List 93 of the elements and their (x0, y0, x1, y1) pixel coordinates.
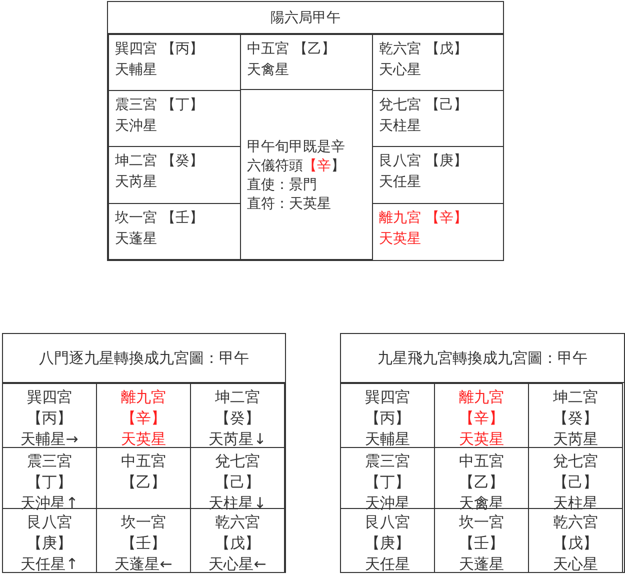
star-name: 天任星 (379, 174, 421, 190)
note-text: 直使：景門 (247, 176, 318, 195)
palace-cell (108, 34, 241, 91)
palace-name: 中五宮 (120, 451, 167, 472)
table-frame (2, 333, 286, 573)
note-text: 直符：天英星 (247, 195, 332, 214)
stem-label: 【壬】 (161, 210, 204, 226)
palace-name: 坎一宮 (120, 512, 167, 533)
stem-label: 【乙】 (458, 472, 505, 493)
palace-name: 坎一宮 (115, 210, 157, 226)
stem-label: 【戊】 (425, 41, 468, 57)
palace-name: 兌七宮 (379, 97, 421, 113)
palace-name: 巽四宮 (115, 41, 157, 57)
palace-name: 艮八宮 (364, 512, 411, 533)
palace-name: 坎一宮 (458, 512, 505, 533)
palace-name: 離九宮 (379, 210, 421, 226)
palace-cell (96, 383, 191, 448)
palace-name: 艮八宮 (26, 512, 73, 533)
palace-cell (340, 383, 435, 448)
palace-cell (434, 383, 529, 448)
star-name: 天輔星 (115, 62, 157, 78)
star-name: 天英星 (458, 429, 505, 450)
stem-label: 【丙】 (26, 408, 73, 429)
palace-name: 震三宮 (115, 97, 157, 113)
stem-label: 【庚】 (364, 533, 411, 554)
palace-cell (2, 383, 97, 448)
stem-label: 【丙】 (364, 408, 411, 429)
star-name: 天輔星 (364, 429, 411, 450)
star-name: 天蓬星 (115, 231, 157, 247)
stem-label: 【丁】 (161, 97, 204, 113)
star-name: 天芮星 (115, 174, 157, 190)
palace-name: 中五宮 (458, 451, 505, 472)
palace-name: 巽四宮 (364, 387, 411, 408)
star-name: 天任星↑ (20, 554, 80, 574)
palace-cell (528, 383, 623, 448)
stem-label: 【癸】 (214, 408, 261, 429)
palace-name: 兌七宮 (552, 451, 599, 472)
stem-label: 【辛】 (425, 210, 468, 226)
star-name: 天心星← (208, 554, 268, 574)
stem-label: 【丙】 (161, 41, 204, 57)
palace-name: 坤二宮 (552, 387, 599, 408)
palace-name: 艮八宮 (379, 153, 421, 169)
stem-label: 【辛】 (120, 408, 167, 429)
star-name: 天輔星→ (20, 429, 80, 450)
palace-name: 巽四宮 (26, 387, 73, 408)
stem-label: 【戊】 (552, 533, 599, 554)
star-name: 天英星 (379, 231, 421, 247)
palace-name: 兌七宮 (214, 451, 261, 472)
palace-name: 乾六宮 (214, 512, 261, 533)
stem-label: 【庚】 (26, 533, 73, 554)
stem-label: 【庚】 (425, 153, 468, 169)
star-name: 天柱星 (379, 118, 421, 134)
stem-label: 【丁】 (364, 472, 411, 493)
star-name: 天英星 (120, 429, 167, 450)
stem-label: 【丁】 (26, 472, 73, 493)
stem-label: 【乙】 (120, 472, 167, 493)
note-text: 甲午旬甲既是辛 (247, 138, 345, 157)
palace-name: 震三宮 (364, 451, 411, 472)
stem-label: 【癸】 (161, 153, 204, 169)
table-title: 九星飛九宮轉換成九宮圖：甲午 (376, 349, 588, 368)
palace-name: 乾六宮 (552, 512, 599, 533)
star-name: 天芮星↓ (208, 429, 268, 450)
star-name: 天蓬星 (458, 554, 505, 574)
palace-cell (108, 203, 241, 260)
table-frame (340, 333, 625, 573)
stem-label: 【己】 (552, 472, 599, 493)
star-name: 天心星 (379, 62, 421, 78)
stem-label: 【癸】 (552, 408, 599, 429)
star-name: 天禽星 (247, 62, 289, 78)
stem-label: 【戊】 (214, 533, 261, 554)
stem-label: 【己】 (425, 97, 468, 113)
table-frame (107, 1, 504, 261)
star-name: 天芮星 (552, 429, 599, 450)
palace-name: 乾六宮 (379, 41, 421, 57)
table-title: 陽六局甲午 (270, 9, 342, 27)
star-name: 天蓬星← (114, 554, 174, 574)
stem-label: 【己】 (214, 472, 261, 493)
palace-name: 震三宮 (26, 451, 73, 472)
note-text: 六儀符頭【辛】 (247, 157, 345, 176)
table-title: 八門逐九星轉換成九宮圖：甲午 (38, 349, 250, 368)
palace-name: 離九宮 (458, 387, 505, 408)
stem-label: 【壬】 (458, 533, 505, 554)
palace-name: 坤二宮 (214, 387, 261, 408)
star-name: 天任星 (364, 554, 411, 574)
palace-name: 中五宮 (247, 41, 289, 57)
star-name: 天心星 (552, 554, 599, 574)
palace-name: 坤二宮 (115, 153, 157, 169)
palace-cell (190, 383, 285, 448)
stem-label: 【辛】 (458, 408, 505, 429)
palace-name: 離九宮 (120, 387, 167, 408)
stem-label: 【壬】 (120, 533, 167, 554)
star-name: 天沖星 (115, 118, 157, 134)
stem-label: 【乙】 (293, 41, 336, 57)
